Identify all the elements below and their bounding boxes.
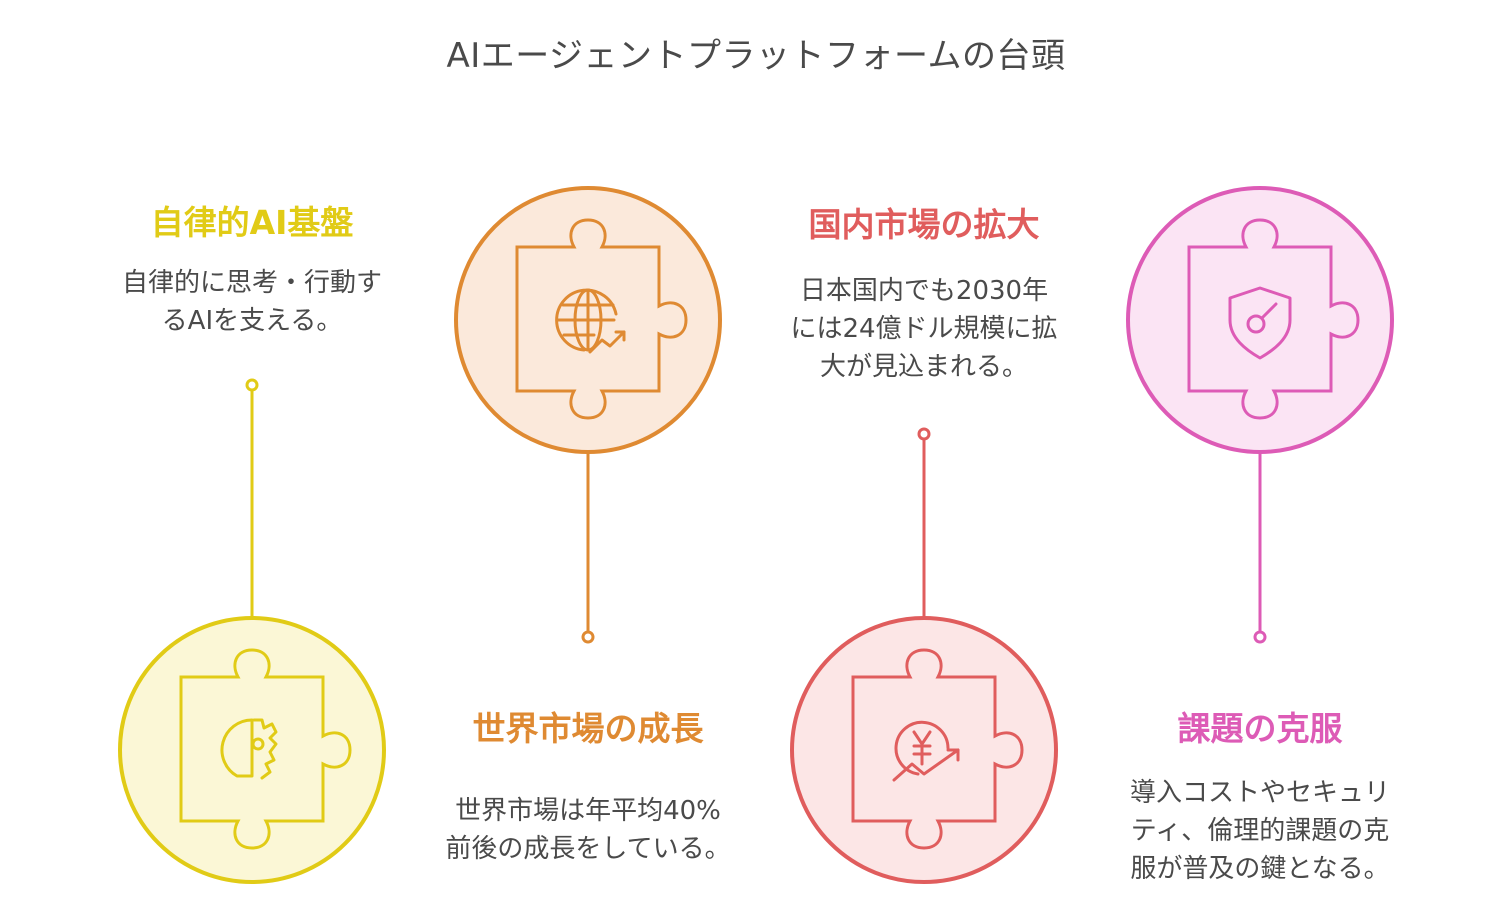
desc-domestic-market: 日本国内でも2030年 には24億ドル規模に拡 大が見込まれる。 xyxy=(764,272,1084,386)
heading-overcome-challenges: 課題の克服 xyxy=(1177,709,1343,748)
page-title: AIエージェントプラットフォームの台頭 xyxy=(446,36,1066,76)
connector-4 xyxy=(1253,452,1267,644)
security-shield-key-icon xyxy=(1228,286,1292,360)
node-domestic-market xyxy=(790,616,1058,884)
node-global-market xyxy=(454,186,722,454)
globe-growth-icon xyxy=(555,288,626,354)
desc-line: 服が普及の鍵となる。 xyxy=(1130,854,1390,884)
connector-1 xyxy=(245,378,259,620)
desc-line: 導入コストやセキュリ xyxy=(1129,778,1390,808)
desc-line: 世界市場は年平均40% xyxy=(455,796,721,826)
desc-line: 自律的に思考・行動す xyxy=(121,268,382,298)
desc-overcome-challenges: 導入コストやセキュリ ティ、倫理的課題の克 服が普及の鍵となる。 xyxy=(1100,774,1420,888)
desc-line: 大が見込まれる。 xyxy=(819,352,1028,382)
desc-global-market: 世界市場は年平均40% 前後の成長をしている。 xyxy=(413,792,763,868)
heading-domestic-market: 国内市場の拡大 xyxy=(808,205,1040,244)
connector-2 xyxy=(581,452,595,644)
yen-growth-icon xyxy=(892,720,960,782)
node-overcome-challenges xyxy=(1126,186,1394,454)
desc-line: 前後の成長をしている。 xyxy=(445,834,731,864)
desc-autonomous-ai: 自律的に思考・行動す るAIを支える。 xyxy=(92,264,412,340)
node-autonomous-ai xyxy=(118,616,386,884)
desc-line: ティ、倫理的課題の克 xyxy=(1130,816,1390,846)
desc-line: には24億ドル規模に拡 xyxy=(790,314,1058,344)
heading-autonomous-ai: 自律的AI基盤 xyxy=(150,203,354,242)
desc-line: るAIを支える。 xyxy=(161,306,343,336)
desc-line: 日本国内でも2030年 xyxy=(799,276,1049,306)
ai-brain-gear-icon xyxy=(220,718,278,780)
heading-global-market: 世界市場の成長 xyxy=(472,709,704,748)
connector-3 xyxy=(917,427,931,618)
